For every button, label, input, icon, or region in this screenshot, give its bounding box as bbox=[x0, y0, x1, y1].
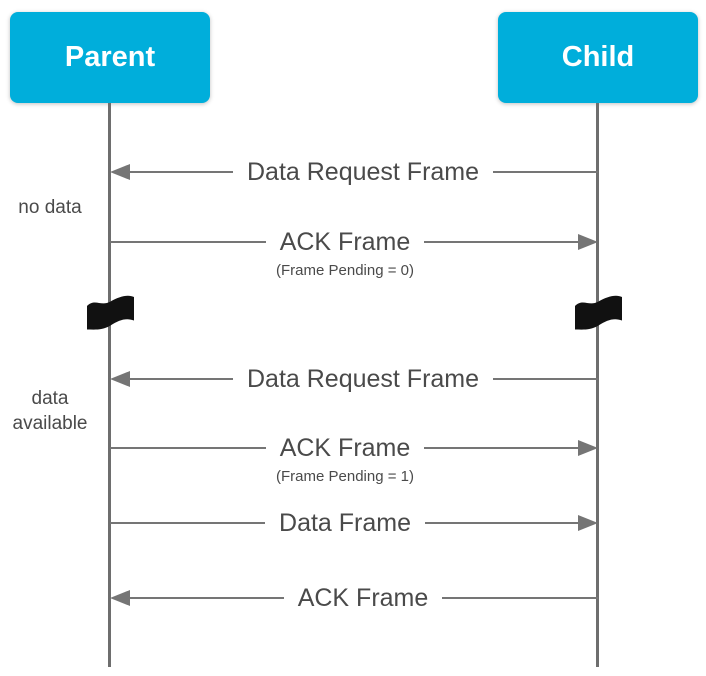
arrowhead-left-icon bbox=[110, 590, 130, 606]
annotation-no-data: no data bbox=[0, 195, 100, 220]
message-line bbox=[128, 170, 233, 174]
message-line bbox=[425, 521, 581, 525]
arrowhead-left-icon bbox=[110, 164, 130, 180]
annotation-text: no data bbox=[18, 197, 82, 218]
actor-child-label: Child bbox=[561, 41, 635, 73]
message-line bbox=[128, 377, 233, 381]
message-data-request-2: Data Request Frame bbox=[110, 362, 599, 396]
message-line bbox=[424, 240, 580, 244]
message-label: Data Request Frame bbox=[233, 155, 493, 189]
arrowhead-left-icon bbox=[110, 371, 130, 387]
actor-child: Child bbox=[498, 12, 698, 103]
message-data-request-1: Data Request Frame bbox=[110, 155, 599, 189]
flag-icon bbox=[87, 295, 134, 330]
message-label: ACK Frame (Frame Pending = 1) bbox=[266, 431, 425, 485]
message-ack-1: ACK Frame (Frame Pending = 0) bbox=[110, 225, 598, 279]
message-label: Data Request Frame bbox=[233, 362, 493, 396]
message-label: ACK Frame bbox=[284, 581, 443, 615]
arrowhead-right-icon bbox=[578, 440, 598, 456]
message-text: Data Request Frame bbox=[246, 365, 480, 393]
message-text: ACK Frame bbox=[279, 434, 411, 462]
message-ack-3: ACK Frame bbox=[110, 581, 598, 615]
message-ack-2: ACK Frame (Frame Pending = 1) bbox=[110, 431, 598, 485]
message-text: ACK Frame bbox=[279, 228, 411, 256]
message-line bbox=[493, 377, 599, 381]
arrowhead-right-icon bbox=[578, 515, 599, 531]
message-label: ACK Frame (Frame Pending = 0) bbox=[266, 225, 425, 279]
message-label: Data Frame bbox=[265, 506, 425, 540]
message-line bbox=[442, 596, 598, 600]
flag-icon bbox=[575, 295, 622, 330]
annotation-data-available: data available bbox=[0, 386, 100, 436]
actor-parent: Parent bbox=[10, 12, 210, 103]
message-line bbox=[128, 596, 284, 600]
message-subtext: (Frame Pending = 0) bbox=[276, 262, 414, 279]
arrowhead-right-icon bbox=[578, 234, 598, 250]
child-lifeline bbox=[596, 103, 599, 667]
parent-lifeline bbox=[108, 103, 111, 667]
message-line bbox=[493, 170, 599, 174]
message-text: ACK Frame bbox=[297, 584, 429, 612]
message-line bbox=[424, 446, 580, 450]
message-line bbox=[110, 240, 266, 244]
annotation-text: data bbox=[31, 388, 69, 409]
message-subtext: (Frame Pending = 1) bbox=[276, 468, 414, 485]
message-line bbox=[110, 521, 266, 525]
actor-parent-label: Parent bbox=[64, 41, 156, 73]
message-data-frame: Data Frame bbox=[110, 506, 599, 540]
message-text: Data Frame bbox=[279, 509, 411, 537]
message-line bbox=[110, 446, 266, 450]
message-text: Data Request Frame bbox=[246, 158, 480, 186]
annotation-text: available bbox=[12, 413, 88, 434]
